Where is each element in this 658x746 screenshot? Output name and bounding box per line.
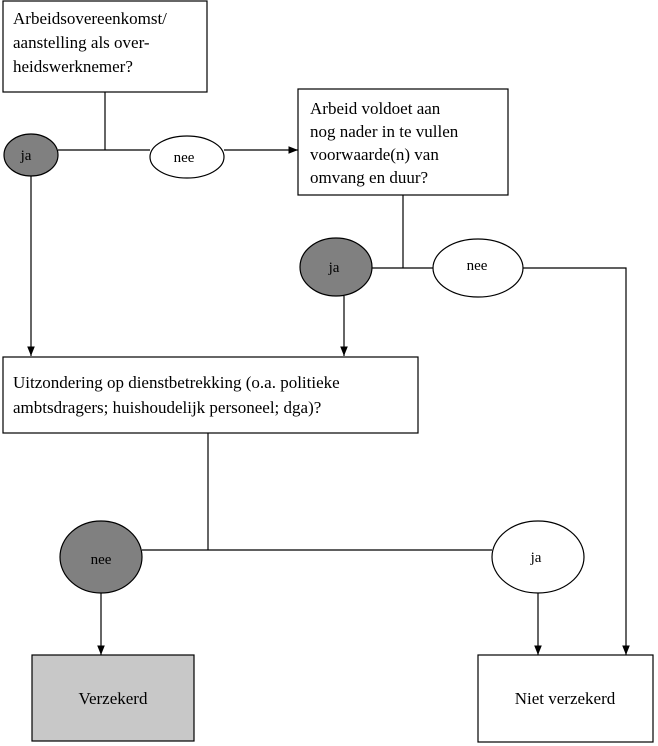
question-1-line-2: aanstelling als over- [13,33,150,52]
svg-text:ja: ja [328,260,340,276]
oval-q3-no: nee [59,520,143,594]
svg-text:Verzekerd: Verzekerd [79,689,148,708]
question-box-employment-contract: Arbeidsovereenkomst/ aanstelling als ove… [2,0,208,93]
svg-text:aanstelling als over-: aanstelling als over- [13,33,150,52]
oval-q1-yes: ja [3,133,59,177]
svg-text:nee: nee [91,552,112,568]
question-2-line-1: Arbeid voldoet aan [310,99,441,118]
question-box-work-conditions: Arbeid voldoet aan nog nader in te vulle… [297,88,509,196]
svg-text:Arbeidsovereenkomst/: Arbeidsovereenkomst/ [13,9,167,28]
outcome-box-verzekerd: Verzekerd [31,654,195,742]
question-box-exception: Uitzondering op dienstbetrekking (o.a. p… [2,356,419,434]
oval-q3-yes: ja [491,520,585,594]
connectors [27,92,630,655]
svg-text:ja: ja [20,148,32,164]
question-1-line-3: heidswerknemer? [13,57,133,76]
svg-text:Niet verzekerd: Niet verzekerd [515,689,616,708]
oval-q2-no: nee [432,238,524,298]
oval-q2-yes-label: ja [328,260,340,276]
outcome-box-niet-verzekerd: Niet verzekerd [477,654,654,743]
oval-q1-no-label: nee [174,150,195,166]
svg-text:omvang en duur?: omvang en duur? [310,168,428,187]
arrow-q2-no-to-niet-verzekerd [523,267,630,655]
oval-q1-no: nee [149,135,225,179]
svg-text:Uitzondering op dienstbetrekki: Uitzondering op dienstbetrekking (o.a. p… [13,373,340,392]
svg-text:ambtsdragers; huishoudelijk pe: ambtsdragers; huishoudelijk personeel; d… [13,398,321,417]
svg-text:voorwaarde(n) van: voorwaarde(n) van [310,145,439,164]
oval-q3-no-label: nee [91,552,112,568]
svg-text:nee: nee [467,258,488,274]
svg-text:nee: nee [174,150,195,166]
oval-q2-no-label: nee [467,258,488,274]
question-1-line-1: Arbeidsovereenkomst/ [13,9,167,28]
outcome-verzekerd-label: Verzekerd [79,689,148,708]
question-2-line-2: nog nader in te vullen [310,122,459,141]
svg-text:Arbeid voldoet aan: Arbeid voldoet aan [310,99,441,118]
oval-q3-yes-label: ja [530,550,542,566]
svg-text:ja: ja [530,550,542,566]
question-3-line-2: ambtsdragers; huishoudelijk personeel; d… [13,398,321,417]
question-3-line-1: Uitzondering op dienstbetrekking (o.a. p… [13,373,340,392]
svg-text:heidswerknemer?: heidswerknemer? [13,57,133,76]
outcome-niet-verzekerd-label: Niet verzekerd [515,689,616,708]
oval-q1-yes-label: ja [20,148,32,164]
question-2-line-4: omvang en duur? [310,168,428,187]
svg-text:nog nader in te vullen: nog nader in te vullen [310,122,459,141]
oval-q2-yes: ja [299,237,373,297]
question-2-line-3: voorwaarde(n) van [310,145,439,164]
